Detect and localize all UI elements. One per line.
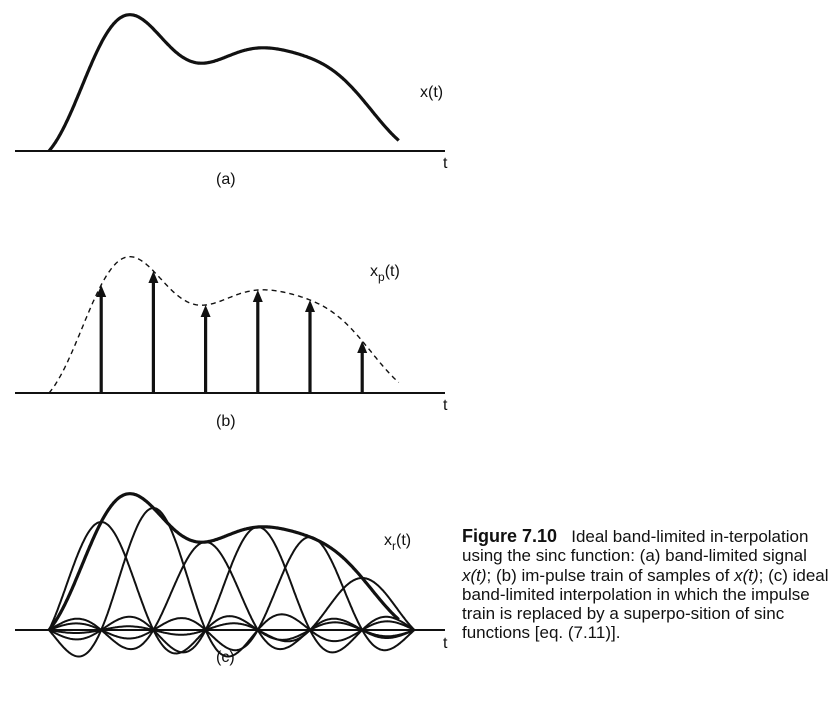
panel-label-a: (a) <box>216 171 236 188</box>
arrow-head-icon <box>252 290 263 302</box>
sinc-function-6 <box>48 577 416 643</box>
figure-number: Figure 7.10 <box>462 526 558 546</box>
t-axis-label-b: t <box>443 397 448 414</box>
arrow-head-icon <box>305 300 315 312</box>
panel-b: t xp(t) (b) <box>15 256 448 430</box>
panel-c: t xr(t) (c) <box>15 492 448 666</box>
arrow-head-icon <box>96 285 107 297</box>
reconstructed-envelope <box>47 492 400 632</box>
sinc-function-2 <box>48 506 415 658</box>
arrow-head-icon <box>148 271 159 283</box>
caption-text-2: ; (b) im-pulse train of samples of <box>486 565 735 585</box>
caption-xt-1: x(t) <box>462 565 487 585</box>
arrow-head-icon <box>357 341 368 353</box>
caption-text-3: ; (c) ideal band-limited interpolation i… <box>462 565 829 643</box>
figure-caption: Figure 7.10 Ideal band-limited in-terpol… <box>462 526 839 643</box>
envelope-dashed <box>48 256 400 394</box>
sinc-function-5 <box>48 535 416 652</box>
panel-label-b: (b) <box>216 413 236 430</box>
signal-label-xr: xr(t) <box>384 532 411 553</box>
panel-a: t x(t) (a) <box>15 13 448 188</box>
caption-xt-2: x(t) <box>734 565 759 585</box>
panel-label-c: (c) <box>216 649 235 666</box>
caption-text-1: Ideal band-limited in-terpolation using … <box>462 527 809 566</box>
sinc-function-4 <box>48 525 415 654</box>
signal-curve-x <box>47 13 400 153</box>
t-axis-label-c: t <box>443 635 448 652</box>
t-axis-label-a: t <box>443 155 448 172</box>
signal-label-xp: xp(t) <box>370 263 400 284</box>
arrow-head-icon <box>200 305 211 317</box>
sinc-function-1 <box>48 520 415 655</box>
signal-label-x: x(t) <box>420 84 443 101</box>
sinc-function-3 <box>48 540 415 651</box>
